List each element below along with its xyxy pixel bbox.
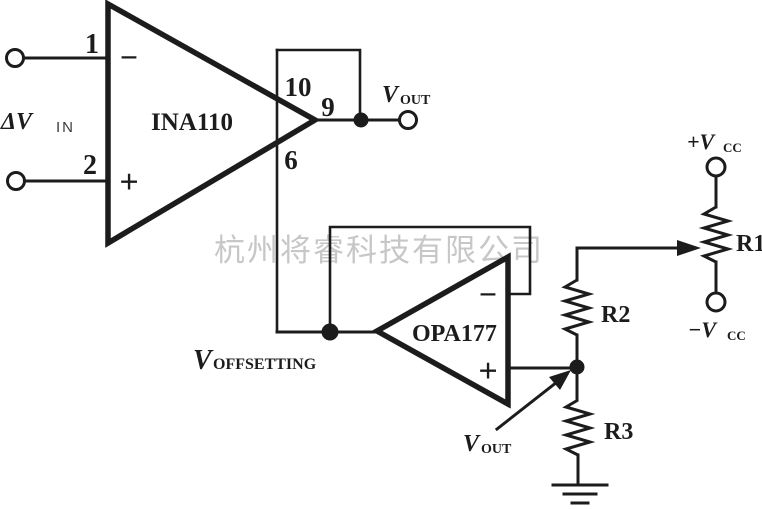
junction-dot-output bbox=[353, 112, 369, 128]
opa177-inverting-sign: − bbox=[479, 276, 497, 312]
r1-resistor-body bbox=[698, 205, 734, 264]
vout-pointer-arrow bbox=[494, 370, 571, 432]
opa177-opamp: OPA177 − + bbox=[371, 252, 511, 409]
minus-vcc-label: −V CC bbox=[688, 317, 746, 343]
delta-vin-sub: IN bbox=[56, 119, 75, 136]
ina110-inverting-sign: − bbox=[120, 39, 138, 75]
r1-potentiometer: R1 bbox=[698, 205, 762, 264]
delta-vin-label: ΔV IN bbox=[0, 109, 75, 136]
opa177-label: OPA177 bbox=[412, 321, 497, 347]
ina110-pin2-label: 2 bbox=[83, 150, 97, 181]
vout-top-label: V OUT bbox=[382, 82, 431, 108]
minus-vcc-terminal bbox=[705, 291, 727, 313]
vout-bottom-sub: OUT bbox=[481, 442, 512, 457]
plus-vcc-label: +V CC bbox=[687, 129, 742, 155]
vout-top-main: V bbox=[382, 82, 400, 108]
vout-arrowhead-icon bbox=[549, 370, 571, 390]
ina110-label: INA110 bbox=[151, 109, 233, 136]
input1-terminal bbox=[5, 48, 25, 68]
r3-resistor: R3 bbox=[560, 398, 633, 457]
r3-resistor-body bbox=[560, 398, 596, 457]
ina110-pin10-label: 10 bbox=[285, 72, 312, 102]
plus-vcc-sub: CC bbox=[723, 140, 742, 155]
ina110-pin6-label: 6 bbox=[284, 145, 298, 175]
vout-arrow-line bbox=[494, 379, 560, 432]
v-offsetting-main: V bbox=[193, 345, 214, 376]
vout-top-sub: OUT bbox=[400, 93, 431, 108]
r3-label: R3 bbox=[604, 419, 633, 445]
wire-ina-feedback-strap bbox=[275, 48, 362, 122]
ground-icon bbox=[551, 483, 609, 505]
ina110-amplifier: INA110 1 2 − + 10 9 6 bbox=[83, 0, 335, 248]
ina110-noninverting-sign: + bbox=[119, 164, 138, 201]
watermark-text: 杭州将睿科技有限公司 bbox=[214, 233, 544, 268]
vout-terminal bbox=[398, 110, 418, 130]
wire-divider-to-r1-wiper bbox=[575, 246, 690, 282]
r1-label: R1 bbox=[736, 231, 762, 257]
junction-dot-divider bbox=[569, 359, 585, 375]
r2-resistor-body bbox=[559, 278, 595, 337]
minus-vcc-main: −V bbox=[688, 317, 718, 342]
ina110-pin9-label: 9 bbox=[321, 92, 335, 122]
ina110-triangle bbox=[105, 0, 321, 248]
plus-vcc-terminal bbox=[705, 156, 727, 178]
r1-wiper-arrow-icon bbox=[677, 240, 701, 256]
opa177-triangle bbox=[371, 252, 511, 409]
junction-dot-offset bbox=[321, 323, 339, 341]
delta-vin-main: ΔV bbox=[0, 109, 34, 135]
input2-terminal bbox=[6, 171, 26, 191]
vout-bottom-label: V OUT bbox=[463, 431, 512, 457]
wire-opa-feedback-loop bbox=[328, 225, 532, 334]
vout-bottom-main: V bbox=[463, 431, 481, 457]
plus-vcc-main: +V bbox=[687, 129, 717, 154]
r2-label: R2 bbox=[601, 302, 630, 328]
ina110-pin1-label: 1 bbox=[85, 29, 99, 60]
r2-resistor: R2 bbox=[559, 278, 630, 337]
v-offsetting-label: V OFFSETTING bbox=[193, 345, 317, 376]
v-offsetting-sub: OFFSETTING bbox=[213, 356, 317, 373]
opa177-noninverting-sign: + bbox=[478, 353, 497, 390]
minus-vcc-sub: CC bbox=[727, 328, 746, 343]
